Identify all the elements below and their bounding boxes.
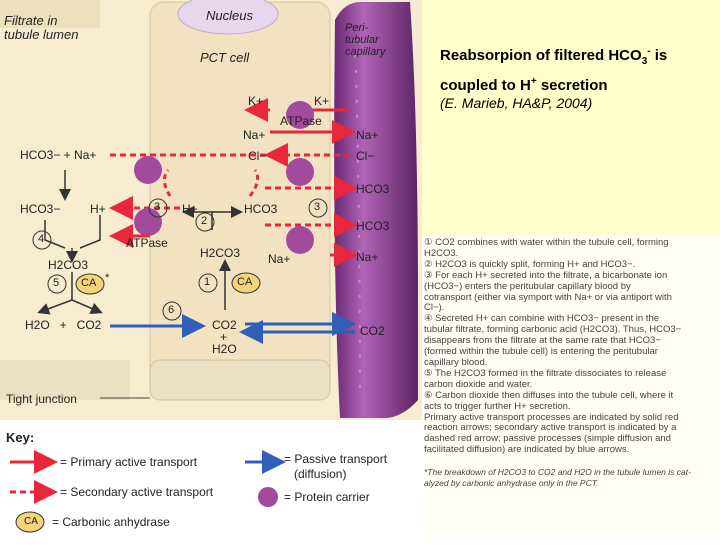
note-line: alyzed by carbonic anhydrase only in the… bbox=[424, 478, 718, 489]
cl-cell-label: Cl− bbox=[248, 149, 266, 163]
note-line: (HCO3−) enters the peritubular capillary… bbox=[424, 282, 718, 293]
step-1-label: 1 bbox=[204, 276, 210, 288]
protein-carrier-na-antiport bbox=[134, 156, 162, 184]
protein-carrier-cl-antiport bbox=[286, 158, 314, 186]
note-line: Primary active transport processes are i… bbox=[424, 413, 718, 424]
step-6-label: 6 bbox=[168, 304, 174, 316]
capillary bbox=[334, 2, 418, 418]
note-line bbox=[424, 456, 718, 467]
note-line: acts to trigger further H+ secretion. bbox=[424, 402, 718, 413]
note-line: ④ Secreted H+ can combine with HCO3− pre… bbox=[424, 314, 718, 325]
na-bottom-label: Na+ bbox=[268, 252, 290, 266]
na-cap-bottom-label: Na+ bbox=[356, 250, 378, 264]
hco3-cap2-label: HCO3 bbox=[356, 219, 389, 233]
h2co3-cell-label: H2CO3 bbox=[200, 246, 240, 260]
ca-star-label: * bbox=[105, 272, 109, 284]
note-line: cotransport (either via symport with Na+… bbox=[424, 293, 718, 304]
note-line: ② H2CO3 is quickly split, forming H+ and… bbox=[424, 260, 718, 271]
ca-lumen-label: CA bbox=[81, 277, 96, 289]
note-line: disappears from the filtrate at the same… bbox=[424, 336, 718, 347]
h2co3-lumen-label: H2CO3 bbox=[48, 258, 88, 272]
key-primary-label: = Primary active transport bbox=[60, 455, 197, 469]
explanation-notes: ① CO2 combines with water within the tub… bbox=[424, 238, 718, 538]
key-secondary-label: = Secondary active transport bbox=[60, 485, 213, 499]
note-line: ③ For each H+ secreted into the filtrate… bbox=[424, 271, 718, 282]
key-passive-label: = Passive transport bbox=[284, 452, 387, 466]
h-lumen-label: H+ bbox=[90, 202, 106, 216]
key-ca-text: CA bbox=[24, 516, 38, 527]
co2-cap-label: CO2 bbox=[360, 324, 385, 338]
k-cell-label: K+ bbox=[248, 94, 263, 108]
hco3-na-lumen-label: HCO3− + Na+ bbox=[20, 148, 96, 162]
citation: (E. Marieb, HA&P, 2004) bbox=[440, 95, 592, 111]
hco3-lumen-label: HCO3− bbox=[20, 202, 60, 216]
hco3-cell-label: HCO3 bbox=[244, 202, 277, 216]
step-2-label: 2 bbox=[201, 215, 207, 227]
na-cap-label: Na+ bbox=[356, 128, 378, 142]
note-line: *The breakdown of H2CO3 to CO2 and H2O i… bbox=[424, 467, 718, 478]
key-passive-sub-label: (diffusion) bbox=[294, 467, 346, 481]
h2o-cell-label: H2O bbox=[212, 342, 237, 356]
key-ca-label: = Carbonic anhydrase bbox=[52, 515, 170, 529]
hco3-cap1-label: HCO3 bbox=[356, 182, 389, 196]
lower-cell bbox=[150, 360, 330, 400]
key-title: Key: bbox=[6, 430, 34, 445]
cl-cap-label: Cl− bbox=[356, 149, 374, 163]
nucleus-label: Nucleus bbox=[206, 8, 253, 23]
na-cell-label: Na+ bbox=[243, 128, 265, 142]
note-line: ⑥ Carbon dioxide then diffuses into the … bbox=[424, 391, 718, 402]
note-line: facilitated diffusion) are indicated by … bbox=[424, 445, 718, 456]
tight-junction-label: Tight junction bbox=[6, 392, 77, 406]
note-line: capillary blood. bbox=[424, 358, 718, 369]
protein-carrier-na-symport bbox=[286, 226, 314, 254]
atpase-top-label: ATPase bbox=[280, 114, 322, 128]
note-line: reaction arrows; secondary active transp… bbox=[424, 423, 718, 434]
pct-cell-label: PCT cell bbox=[200, 50, 249, 65]
step-4-label: 4 bbox=[38, 233, 44, 245]
note-line: tubular filtrate, forming carbonic acid … bbox=[424, 325, 718, 336]
atpase-mid-label: ATPase bbox=[126, 236, 168, 250]
key-carrier-label: = Protein carrier bbox=[284, 490, 370, 504]
note-line: (formed within the tubule cell) is enter… bbox=[424, 347, 718, 358]
k-cap-label: K+ bbox=[314, 94, 329, 108]
step-5-label: 5 bbox=[53, 277, 59, 289]
note-line: ⑤ The H2CO3 formed in the filtrate disso… bbox=[424, 369, 718, 380]
note-line: carbon dioxide and water. bbox=[424, 380, 718, 391]
main-title: Reabsorpion of filtered HCO3- is coupled… bbox=[440, 42, 715, 96]
h2o-co2-lumen-label: H2O + CO2 bbox=[25, 318, 101, 332]
note-line: dashed red arrow; passive processes (sim… bbox=[424, 434, 718, 445]
note-line: H2CO3. bbox=[424, 249, 718, 260]
note-line: ① CO2 combines with water within the tub… bbox=[424, 238, 718, 249]
title-panel: Reabsorpion of filtered HCO3- is coupled… bbox=[422, 0, 720, 236]
step-3-label-right: 3 bbox=[314, 201, 320, 213]
step-3-label-left: 3 bbox=[154, 201, 160, 213]
ca-cell-label: CA bbox=[237, 276, 252, 288]
key-carrier-swatch bbox=[258, 487, 278, 507]
note-line: Cl−). bbox=[424, 303, 718, 314]
h-cell-label: H+ bbox=[182, 202, 198, 216]
